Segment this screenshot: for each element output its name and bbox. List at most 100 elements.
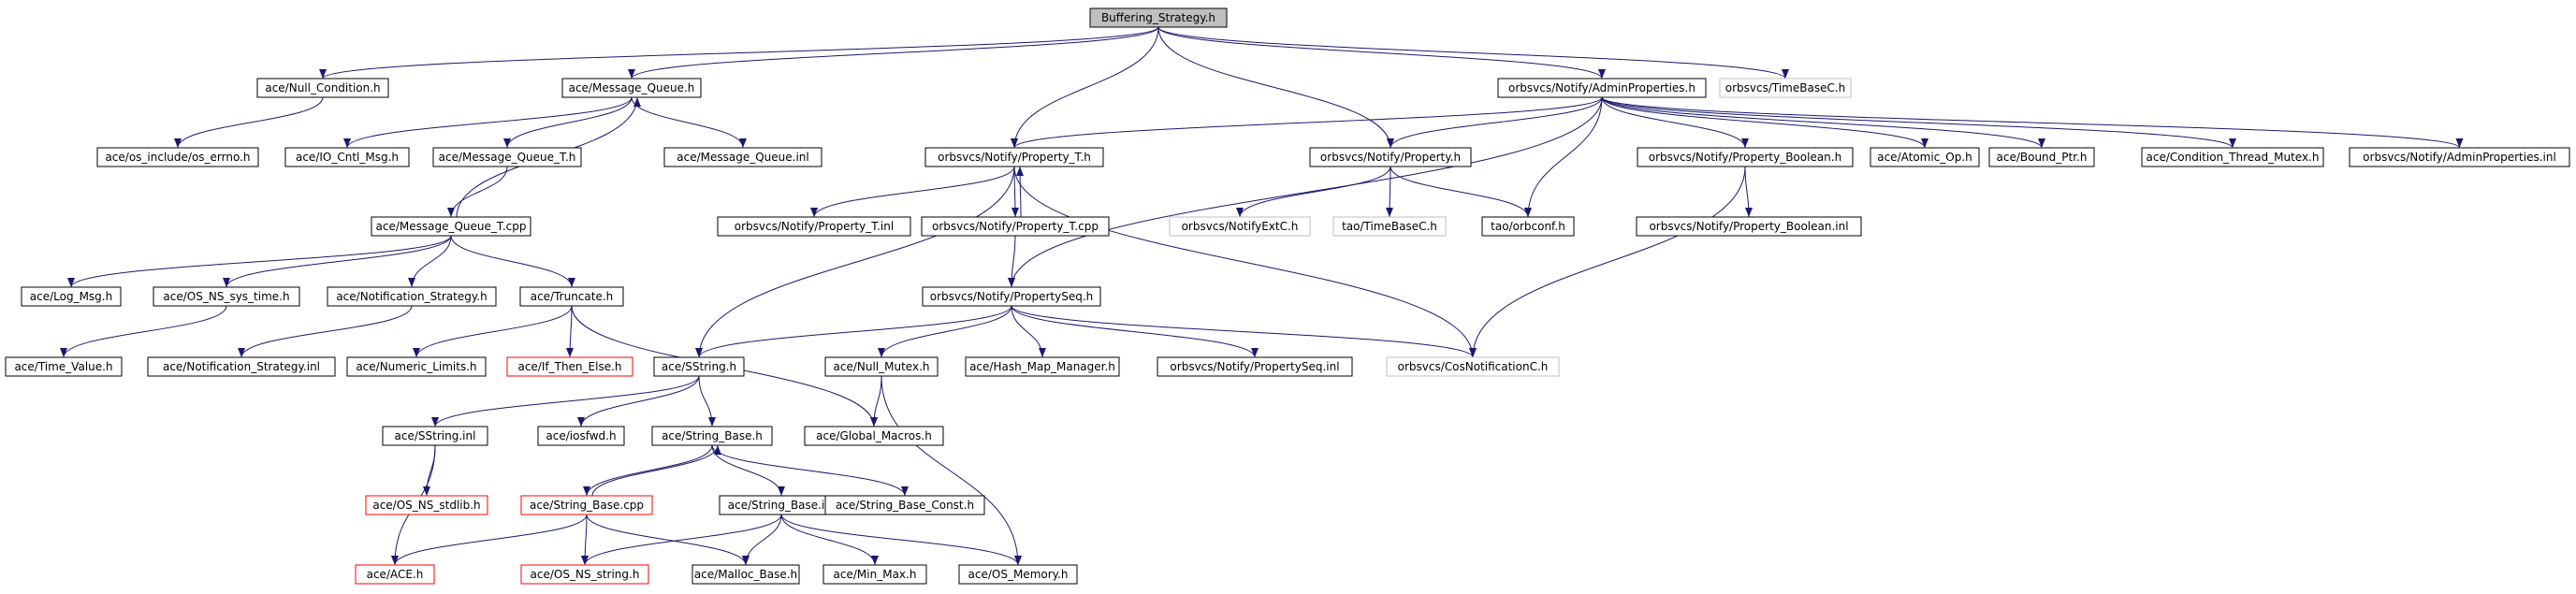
node-null-mutex[interactable]: ace/Null_Mutex.h <box>824 356 939 377</box>
node-orbconf[interactable]: tao/orbconf.h <box>1481 216 1575 237</box>
node-cond-thread-mutex[interactable]: ace/Condition_Thread_Mutex.h <box>2141 147 2324 167</box>
node-ace-h[interactable]: ace/ACE.h <box>355 564 435 585</box>
node-box <box>824 356 939 377</box>
edge-propertyseq-h-to-cosnotif <box>1011 305 1477 358</box>
node-bound-ptr[interactable]: ace/Bound_Ptr.h <box>1988 147 2095 167</box>
node-numeric-limits[interactable]: ace/Numeric_Limits.h <box>346 356 487 377</box>
node-io-cntl[interactable]: ace/IO_Cntl_Msg.h <box>284 147 410 167</box>
node-notify-ext[interactable]: orbsvcs/NotifyExtC.h <box>1169 216 1311 237</box>
node-os-errno[interactable]: ace/os_include/os_errno.h <box>96 147 259 167</box>
node-prop-bool-inl[interactable]: orbsvcs/Notify/Property_Boolean.inl <box>1636 216 1862 237</box>
edge-admin-props-h-to-prop-bool-h <box>1601 96 1749 149</box>
node-property-t-inl[interactable]: orbsvcs/Notify/Property_T.inl <box>717 216 911 237</box>
node-mq-t-cpp[interactable]: ace/Message_Queue_T.cpp <box>371 216 531 237</box>
node-prop-bool-h[interactable]: orbsvcs/Notify/Property_Boolean.h <box>1637 147 1854 167</box>
node-label: ace/Bound_Ptr.h <box>1997 151 2088 164</box>
edge-string-base-cpp-to-string-base-h <box>591 444 721 497</box>
node-log-msg[interactable]: ace/Log_Msg.h <box>21 286 122 307</box>
node-box <box>1719 78 1852 98</box>
node-label: ace/Log_Msg.h <box>30 290 112 303</box>
node-box <box>691 564 800 585</box>
node-propertyseq-h[interactable]: orbsvcs/Notify/PropertySeq.h <box>922 286 1101 307</box>
edge-message-queue-to-mq-t-h <box>503 96 633 149</box>
edge-root-to-message-queue <box>628 26 1159 80</box>
node-label: ace/Global_Macros.h <box>816 429 932 442</box>
node-mq-inl[interactable]: ace/Message_Queue.inl <box>663 147 822 167</box>
node-box <box>1157 356 1353 377</box>
node-label: ace/OS_NS_string.h <box>531 568 640 581</box>
edge-mq-t-h-to-mq-t-cpp <box>447 166 508 218</box>
node-label: orbsvcs/Notify/Property_Boolean.h <box>1649 151 1841 164</box>
node-iosfwd[interactable]: ace/iosfwd.h <box>537 426 625 446</box>
node-min-max[interactable]: ace/Min_Max.h <box>822 564 927 585</box>
edge-property-t-cpp-to-property-t-h <box>1016 166 1025 218</box>
node-box <box>371 216 531 237</box>
edge-string-base-inl-to-malloc-base <box>742 514 782 566</box>
node-box <box>355 564 435 585</box>
node-label: ace/Time_Value.h <box>14 360 112 373</box>
node-string-base-const[interactable]: ace/String_Base_Const.h <box>824 495 985 515</box>
node-os-memory[interactable]: ace/OS_Memory.h <box>958 564 1078 585</box>
node-sstring-h[interactable]: ace/SString.h <box>653 356 745 377</box>
edge-null-mutex-to-os-memory <box>880 375 1022 566</box>
node-box <box>432 147 582 167</box>
node-property-t-h[interactable]: orbsvcs/Notify/Property_T.h <box>924 147 1104 167</box>
node-notif-strategy[interactable]: ace/Notification_Strategy.h <box>327 286 497 307</box>
edge-root-to-property-h <box>1157 26 1394 149</box>
node-null-condition[interactable]: ace/Null_Condition.h <box>256 78 389 98</box>
node-os-ns-stdlib[interactable]: ace/OS_NS_stdlib.h <box>365 495 488 515</box>
node-label: Buffering_Strategy.h <box>1101 11 1215 24</box>
node-os-ns-string[interactable]: ace/OS_NS_string.h <box>520 564 649 585</box>
node-root[interactable]: Buffering_Strategy.h <box>1089 7 1228 28</box>
node-string-base-cpp[interactable]: ace/String_Base.cpp <box>520 495 653 515</box>
edge-string-base-h-to-string-base-inl <box>711 444 785 497</box>
node-label: ace/Atomic_Op.h <box>1877 151 1972 164</box>
node-sstring-inl[interactable]: ace/SString.inl <box>382 426 488 446</box>
node-box <box>1870 147 1980 167</box>
edge-null-condition-to-os-errno <box>174 96 324 149</box>
node-box <box>346 356 487 377</box>
node-box <box>924 147 1104 167</box>
edge-admin-props-h-to-atomic-op <box>1601 96 1928 149</box>
edge-null-mutex-to-global-macros <box>870 375 882 427</box>
node-label: orbsvcs/Notify/Property_T.cpp <box>932 220 1099 233</box>
node-timebasec-top[interactable]: orbsvcs/TimeBaseC.h <box>1719 78 1852 98</box>
node-box <box>822 564 927 585</box>
node-message-queue[interactable]: ace/Message_Queue.h <box>561 78 702 98</box>
node-label: orbsvcs/Notify/PropertySeq.inl <box>1170 360 1339 373</box>
node-string-base-inl[interactable]: ace/String_Base.inl <box>719 495 844 515</box>
node-mq-t-h[interactable]: ace/Message_Queue_T.h <box>432 147 582 167</box>
node-box <box>922 286 1101 307</box>
node-time-value[interactable]: ace/Time_Value.h <box>5 356 123 377</box>
node-label: ace/OS_Memory.h <box>968 568 1069 581</box>
edge-admin-props-h-to-property-t-h <box>1011 96 1603 149</box>
node-truncate[interactable]: ace/Truncate.h <box>519 286 624 307</box>
node-atomic-op[interactable]: ace/Atomic_Op.h <box>1870 147 1980 167</box>
node-label: orbsvcs/Notify/Property.h <box>1320 151 1461 164</box>
node-label: orbsvcs/Notify/Property_Boolean.inl <box>1649 220 1848 233</box>
node-label: ace/Message_Queue.h <box>569 81 695 94</box>
node-property-t-cpp[interactable]: orbsvcs/Notify/Property_T.cpp <box>921 216 1110 237</box>
node-if-then-else[interactable]: ace/If_Then_Else.h <box>506 356 633 377</box>
node-label: orbsvcs/Notify/Property_T.inl <box>735 220 894 233</box>
node-box <box>147 356 336 377</box>
node-admin-props-h[interactable]: orbsvcs/Notify/AdminProperties.h <box>1497 78 1707 98</box>
node-box <box>1332 216 1447 237</box>
node-box <box>965 356 1120 377</box>
node-property-h[interactable]: orbsvcs/Notify/Property.h <box>1309 147 1472 167</box>
node-propertyseq-inl[interactable]: orbsvcs/Notify/PropertySeq.inl <box>1157 356 1353 377</box>
node-label: ace/Condition_Thread_Mutex.h <box>2147 151 2320 164</box>
edge-message-queue-to-mq-inl <box>631 96 747 149</box>
node-string-base-h[interactable]: ace/String_Base.h <box>651 426 773 446</box>
node-malloc-base[interactable]: ace/Malloc_Base.h <box>691 564 800 585</box>
node-cosnotif[interactable]: orbsvcs/CosNotificationC.h <box>1386 356 1560 377</box>
edge-root-to-null-condition <box>319 26 1159 80</box>
node-admin-props-inl[interactable]: orbsvcs/Notify/AdminProperties.inl <box>2349 147 2570 167</box>
edge-admin-props-h-to-bound-ptr <box>1601 96 2045 149</box>
node-os-ns-sys-time[interactable]: ace/OS_NS_sys_time.h <box>153 286 300 307</box>
node-notif-strategy-inl[interactable]: ace/Notification_Strategy.inl <box>147 356 336 377</box>
node-hash-map-mgr[interactable]: ace/Hash_Map_Manager.h <box>965 356 1120 377</box>
edge-sstring-h-to-string-base-h <box>698 375 716 427</box>
node-tao-timebase[interactable]: tao/TimeBaseC.h <box>1332 216 1447 237</box>
node-global-macros[interactable]: ace/Global_Macros.h <box>804 426 944 446</box>
